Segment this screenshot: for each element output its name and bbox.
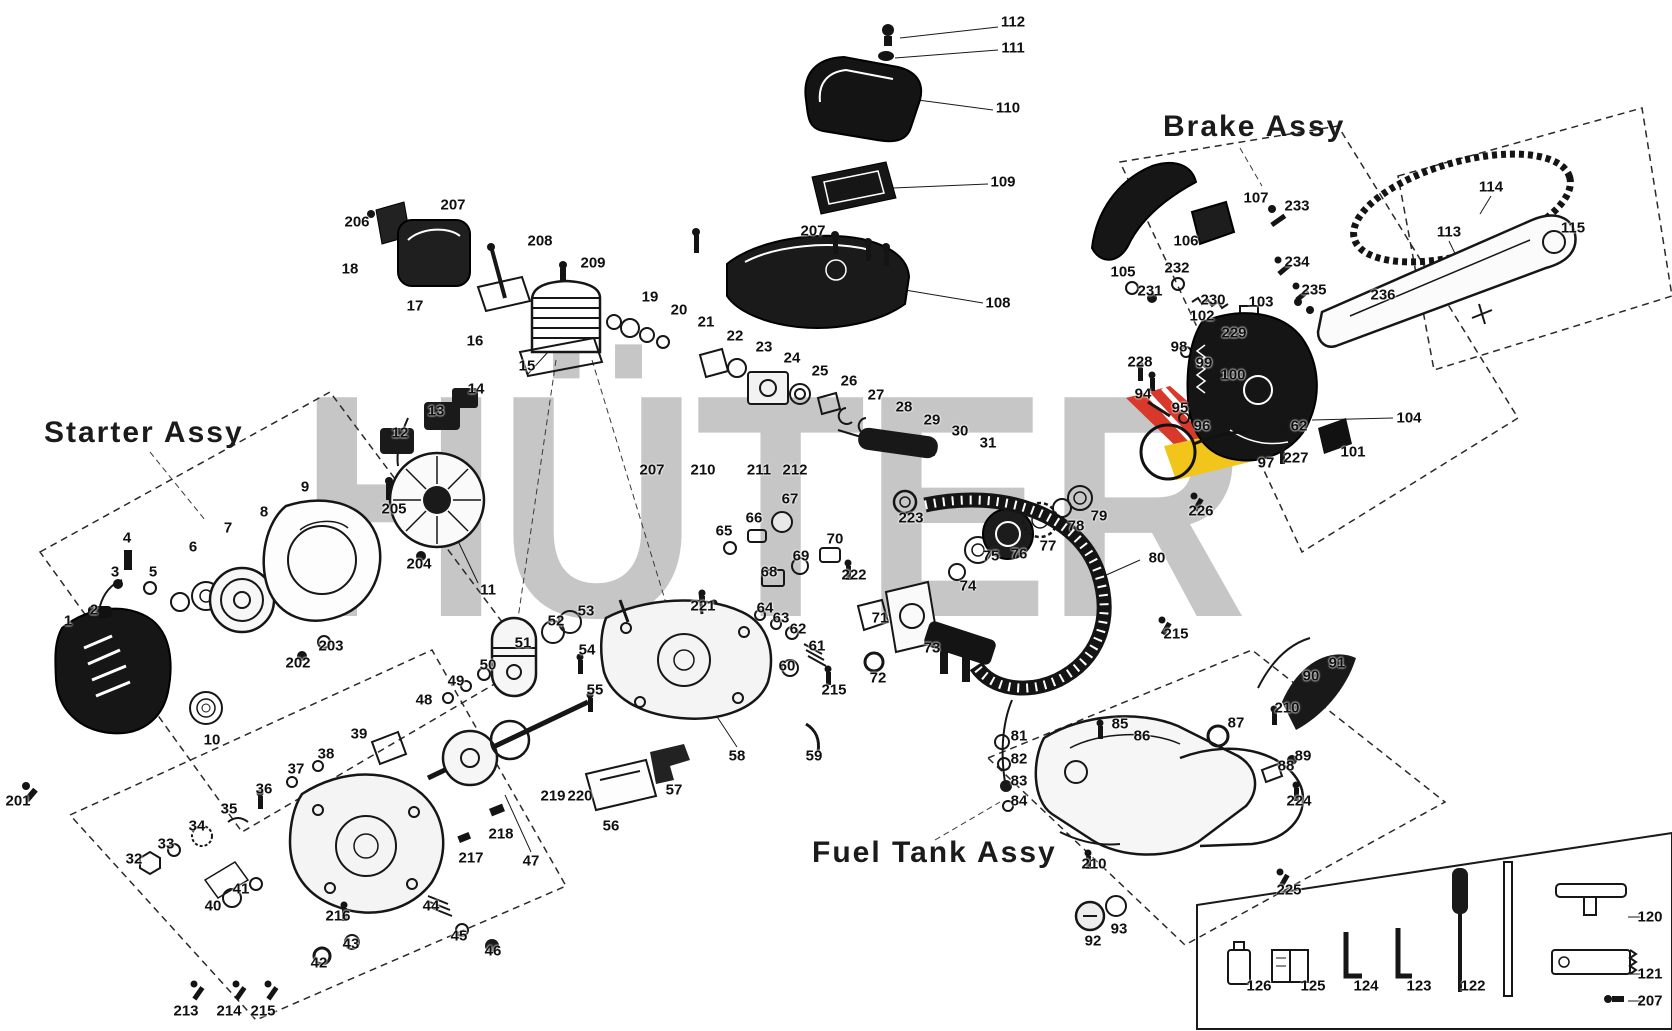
- air-filter-cover-parts: [692, 24, 923, 329]
- oil-pump-parts: [698, 489, 940, 677]
- muffler-parts: [367, 201, 567, 313]
- ignition-parts: [380, 388, 486, 561]
- brake-parts: [1090, 161, 1352, 512]
- cylinder-parts: [518, 279, 670, 378]
- crankshaft-parts: [426, 699, 590, 843]
- starter-parts: [22, 499, 382, 803]
- crankcase-parts: [442, 591, 1172, 812]
- carburetor-parts: [698, 347, 938, 459]
- construction-lines: [149, 147, 1263, 841]
- front-handle-art: [923, 492, 1112, 696]
- guide-bar-chain-parts: [1294, 150, 1577, 348]
- tool-kit-parts: [1196, 831, 1672, 1030]
- crankcase-half-parts: [139, 730, 499, 1001]
- fuel-tank-parts: [994, 637, 1356, 932]
